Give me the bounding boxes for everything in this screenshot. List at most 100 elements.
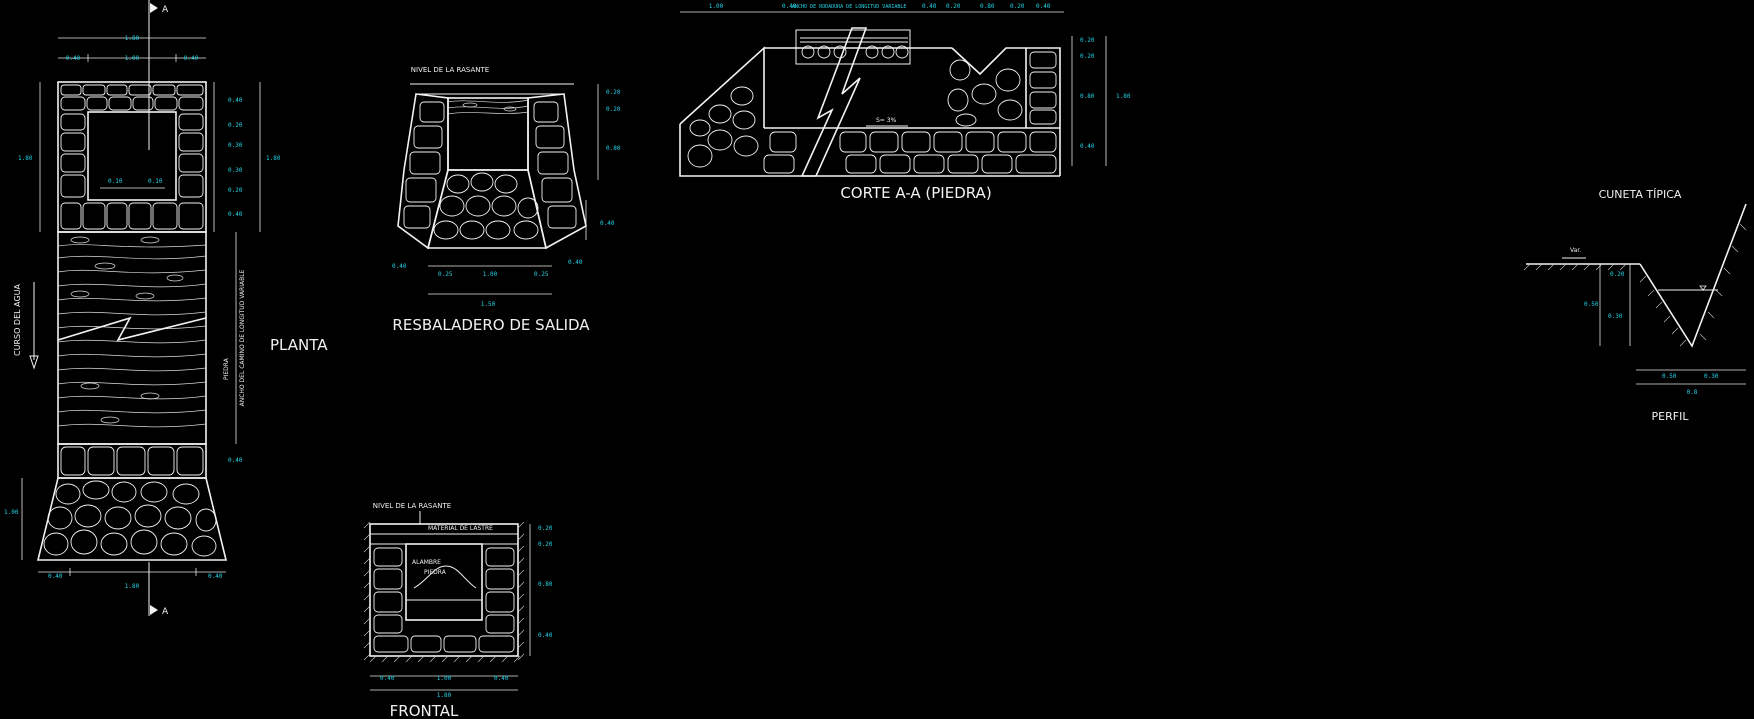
planta-dim-lower-right: 0.40 bbox=[228, 457, 243, 464]
cuneta-dim-left-0: 0.20 bbox=[1610, 271, 1625, 278]
planta-curso-label: CURSO DEL AGUA bbox=[13, 283, 22, 356]
section-marker-top: A bbox=[162, 5, 169, 15]
planta-dim-bottom-0: 0.40 bbox=[48, 573, 63, 580]
frontal-dim-bottom-1: 1.00 bbox=[437, 675, 452, 682]
frontal-outer-box bbox=[369, 523, 519, 657]
corte-dim-right-3: 0.40 bbox=[1080, 143, 1095, 150]
corte-dim-right-2: 0.80 bbox=[1080, 93, 1095, 100]
cuneta-profile bbox=[1639, 203, 1747, 348]
corte-title: CORTE A-A (PIEDRA) bbox=[840, 184, 991, 202]
frontal-alambre-label: ALAMBRE bbox=[412, 559, 441, 566]
cuneta-dim-bottom-1: 0.30 bbox=[1704, 373, 1719, 380]
planta-view: A 1.80 0.40 1.00 0.40 0.10 0.10 0.40 0.2… bbox=[4, 0, 328, 617]
resbaladero-dim-total: 1.50 bbox=[481, 301, 496, 308]
frontal-stones bbox=[373, 547, 515, 653]
planta-dim-left-bottom: 1.00 bbox=[4, 509, 19, 516]
corte-slope-label: S= 3% bbox=[876, 117, 897, 124]
corte-stones bbox=[687, 51, 1057, 174]
planta-piedra-label: PIEDRA bbox=[223, 357, 230, 380]
frontal-title: FRONTAL bbox=[390, 702, 459, 719]
cuneta-dim-left-1: 0.30 bbox=[1608, 313, 1623, 320]
cuneta-subtitle: PERFIL bbox=[1652, 410, 1690, 423]
planta-wood-grain bbox=[57, 236, 207, 428]
resbaladero-dim-bottom-1: 1.00 bbox=[483, 271, 498, 278]
frontal-dim-bottom-2: 0.40 bbox=[494, 675, 509, 682]
frontal-opening bbox=[405, 543, 483, 621]
resbaladero-floor bbox=[426, 169, 548, 249]
cuneta-dim-bottom-0: 0.50 bbox=[1662, 373, 1677, 380]
frontal-dim-right-1: 0.20 bbox=[538, 541, 553, 548]
resbaladero-dim-right-1: 0.20 bbox=[606, 106, 621, 113]
corte-dim-right-0: 0.20 bbox=[1080, 37, 1095, 44]
section-arrow-bottom bbox=[150, 605, 158, 615]
resbaladero-dim-side-left: 0.40 bbox=[392, 263, 407, 270]
cuneta-dim-bottom-total: 0.8 bbox=[1687, 389, 1698, 396]
cuneta-marker: Var. bbox=[1570, 247, 1581, 254]
planta-dim-bottom-1: 1.80 bbox=[125, 583, 140, 590]
frontal-dim-right-3: 0.40 bbox=[538, 632, 553, 639]
planta-dim-inner-1: 0.10 bbox=[148, 178, 163, 185]
frontal-view: NIVEL DE LA RASANTE MATERIAL DE LASTRE A… bbox=[363, 502, 553, 719]
cuneta-view: CUNETA TÍPICA Var. 0.20 0.30 0.50 0.50 0… bbox=[1523, 188, 1747, 423]
planta-dim-left: 1.80 bbox=[18, 155, 33, 162]
corte-dim-right-1: 0.20 bbox=[1080, 53, 1095, 60]
resbaladero-right-wing bbox=[527, 93, 587, 250]
corte-dim-top-4: 0.20 bbox=[946, 3, 961, 10]
corte-left-slope bbox=[679, 46, 765, 128]
corte-view: 1.00 0.40 ANCHO DE RODADURA DE LONGITUD … bbox=[679, 3, 1131, 202]
corte-road-surface bbox=[795, 29, 911, 65]
planta-ancho-label: ANCHO DEL CAMINO DE LONGITUD VARIABLE bbox=[239, 269, 246, 406]
resbaladero-wood bbox=[447, 99, 529, 115]
planta-dim-right-5: 0.40 bbox=[228, 211, 243, 218]
resbaladero-dim-right-0: 0.20 bbox=[606, 89, 621, 96]
resbaladero-stones bbox=[403, 101, 577, 240]
resbaladero-dim-right-low: 0.40 bbox=[600, 220, 615, 227]
planta-dim-right-4: 0.20 bbox=[228, 187, 243, 194]
frontal-dim-total: 1.80 bbox=[437, 692, 452, 699]
resbaladero-left-wing bbox=[397, 93, 449, 250]
section-arrow-top bbox=[150, 3, 158, 13]
frontal-dim-right-2: 0.80 bbox=[538, 581, 553, 588]
frontal-ground-hatch bbox=[363, 521, 525, 663]
planta-outlet-stones bbox=[43, 480, 217, 557]
planta-dim-top-2: 0.40 bbox=[184, 55, 199, 62]
flow-arrow-head bbox=[29, 355, 39, 370]
corte-dim-top-6: 0.20 bbox=[1010, 3, 1025, 10]
planta-dim-right-total: 1.80 bbox=[266, 155, 281, 162]
frontal-dim-bottom-0: 0.40 bbox=[380, 675, 395, 682]
planta-dim-right-2: 0.30 bbox=[228, 142, 243, 149]
corte-break-line bbox=[800, 27, 868, 177]
corte-dim-top-2: ANCHO DE RODADURA DE LONGITUD VARIABLE bbox=[792, 4, 906, 10]
planta-dim-top-0: 0.40 bbox=[66, 55, 81, 62]
planta-lower-stones bbox=[60, 446, 204, 476]
corte-base bbox=[679, 124, 1060, 177]
planta-dim-bottom-2: 0.40 bbox=[208, 573, 223, 580]
corte-dim-right-total: 1.80 bbox=[1116, 93, 1131, 100]
planta-dim-right-0: 0.40 bbox=[228, 97, 243, 104]
resbaladero-view: NIVEL DE LA RASANTE 0.20 0.20 0.80 0.40 … bbox=[392, 66, 621, 334]
frontal-material-label: MATERIAL DE LASTRE bbox=[428, 525, 493, 532]
corte-dim-top-7: 0.40 bbox=[1036, 3, 1051, 10]
planta-dim-right-3: 0.30 bbox=[228, 167, 243, 174]
resbaladero-dim-bottom-0: 0.25 bbox=[438, 271, 453, 278]
resbaladero-dim-side-right: 0.40 bbox=[568, 259, 583, 266]
planta-head-stones bbox=[60, 84, 204, 230]
planta-head-box bbox=[57, 81, 207, 233]
section-marker-bottom: A bbox=[162, 607, 169, 617]
corte-dim-top-0: 1.00 bbox=[709, 3, 724, 10]
frontal-wire-arch bbox=[413, 565, 477, 589]
resbaladero-dim-bottom-2: 0.25 bbox=[534, 271, 549, 278]
planta-outlet-apron bbox=[36, 477, 228, 561]
corte-right-headwall bbox=[951, 47, 1061, 176]
corte-dim-top-1: 0.40 bbox=[782, 3, 797, 10]
cuneta-title: CUNETA TÍPICA bbox=[1599, 188, 1682, 201]
resbaladero-title: RESBALADERO DE SALIDA bbox=[392, 316, 590, 334]
planta-lower-stone-band bbox=[57, 443, 207, 479]
cuneta-hatch bbox=[1523, 223, 1747, 347]
corte-dim-top-5: 0.80 bbox=[980, 3, 995, 10]
planta-opening bbox=[87, 111, 177, 201]
corte-dim-top-3: 0.40 bbox=[922, 3, 937, 10]
frontal-dim-right-0: 0.20 bbox=[538, 525, 553, 532]
cuneta-dim-left-total: 0.50 bbox=[1584, 301, 1599, 308]
